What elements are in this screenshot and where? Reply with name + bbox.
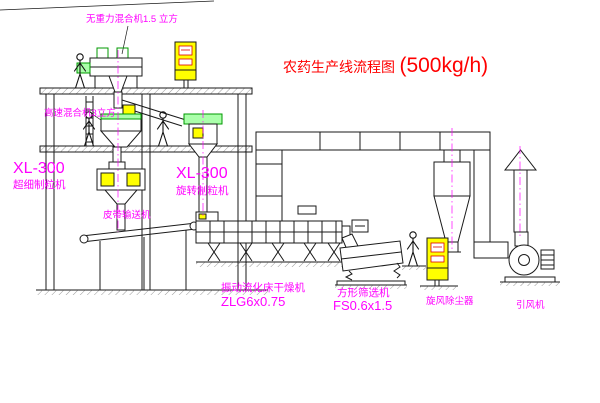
- label-left-granulator-model: XL-300: [13, 160, 65, 177]
- platform-structure: [36, 87, 268, 295]
- fluid-bed-dryer-drawing: [195, 205, 351, 267]
- dryer-riser-duct: [255, 149, 283, 222]
- ground-hatch-cabinet2: [420, 286, 458, 290]
- discharge-cone: [103, 189, 139, 205]
- gravity-mixer-drawing: [76, 25, 143, 109]
- label-gravity-mixer: 无重力混合机1.5 立方: [86, 13, 178, 25]
- floor-slab-mid: [39, 145, 253, 153]
- control-cabinet-2: [420, 237, 458, 290]
- feed-hopper: [96, 47, 109, 59]
- fan-inlet-elbow: [473, 241, 509, 259]
- leader-line-high-speed-mixer: [91, 113, 102, 121]
- control-cabinet-1: [174, 41, 197, 89]
- title-capacity: (500kg/h): [399, 54, 488, 77]
- ground-hatch-fan: [500, 282, 560, 286]
- label-dryer-name: 振动流化床干燥机: [221, 281, 305, 294]
- worker-figure: [406, 231, 420, 267]
- horizontal-duct: [255, 131, 491, 151]
- square-sieve-drawing: [335, 219, 407, 289]
- label-left-granulator-name: 超细制粒机: [13, 178, 66, 191]
- stack-rain-cap: [503, 149, 538, 171]
- column-right: [237, 93, 247, 291]
- left-granulator-drawing: [96, 161, 146, 231]
- drop-pipe: [116, 203, 126, 231]
- ground-hatch-dryer: [196, 262, 348, 267]
- fan-base: [504, 276, 556, 283]
- label-mid-granulator-name: 旋转制粒机: [176, 184, 229, 197]
- label-sieve-name: 方形筛选机: [337, 286, 390, 299]
- leader-line-gravity-mixer: [121, 25, 129, 55]
- exhaust-duct: [255, 131, 509, 259]
- induced-fan-drawing: [500, 149, 560, 286]
- belt-conveyor-drawing: [79, 221, 199, 290]
- top-dome: [297, 205, 317, 215]
- page-title: 农药生产线流程图 (500kg/h): [283, 54, 488, 77]
- discharge-cone: [99, 130, 143, 148]
- column-left: [45, 93, 55, 291]
- sheet-border-line: [0, 0, 215, 11]
- vibration-supports: [207, 242, 341, 262]
- downcomer-duct: [473, 149, 491, 251]
- label-sieve-model: FS0.6x1.5: [333, 298, 392, 313]
- sieve-spring: [393, 262, 401, 279]
- sieve-spring: [344, 270, 353, 281]
- centerlines: [117, 50, 521, 252]
- mixer-motor: [122, 104, 136, 115]
- column-mid: [141, 93, 151, 291]
- ground-hatch-sieve: [335, 285, 407, 289]
- worker-figure: [156, 111, 170, 147]
- ground-hatch-main: [36, 290, 268, 295]
- exhaust-stack: [513, 169, 528, 233]
- fan-outlet-duct: [514, 231, 529, 247]
- label-high-speed-mixer: 高速混合机3立方: [44, 107, 116, 119]
- label-dryer-model: ZLG6x0.75: [221, 294, 285, 309]
- label-belt-conveyor: 皮带输送机: [103, 209, 151, 221]
- sieve-base: [336, 280, 406, 286]
- label-fan: 引风机: [516, 299, 545, 311]
- belt-roller: [79, 234, 89, 244]
- title-chinese: 农药生产线流程图: [283, 59, 395, 75]
- sieve-body: [339, 240, 404, 272]
- cyclone-cone: [433, 195, 471, 243]
- label-mid-granulator-model: XL-300: [176, 165, 228, 182]
- ground-hatch-worker: [402, 266, 426, 270]
- high-speed-mixer-drawing: [91, 104, 143, 168]
- label-dust-collector: 旋风除尘器: [426, 295, 474, 307]
- floor-slab-top: [39, 87, 253, 95]
